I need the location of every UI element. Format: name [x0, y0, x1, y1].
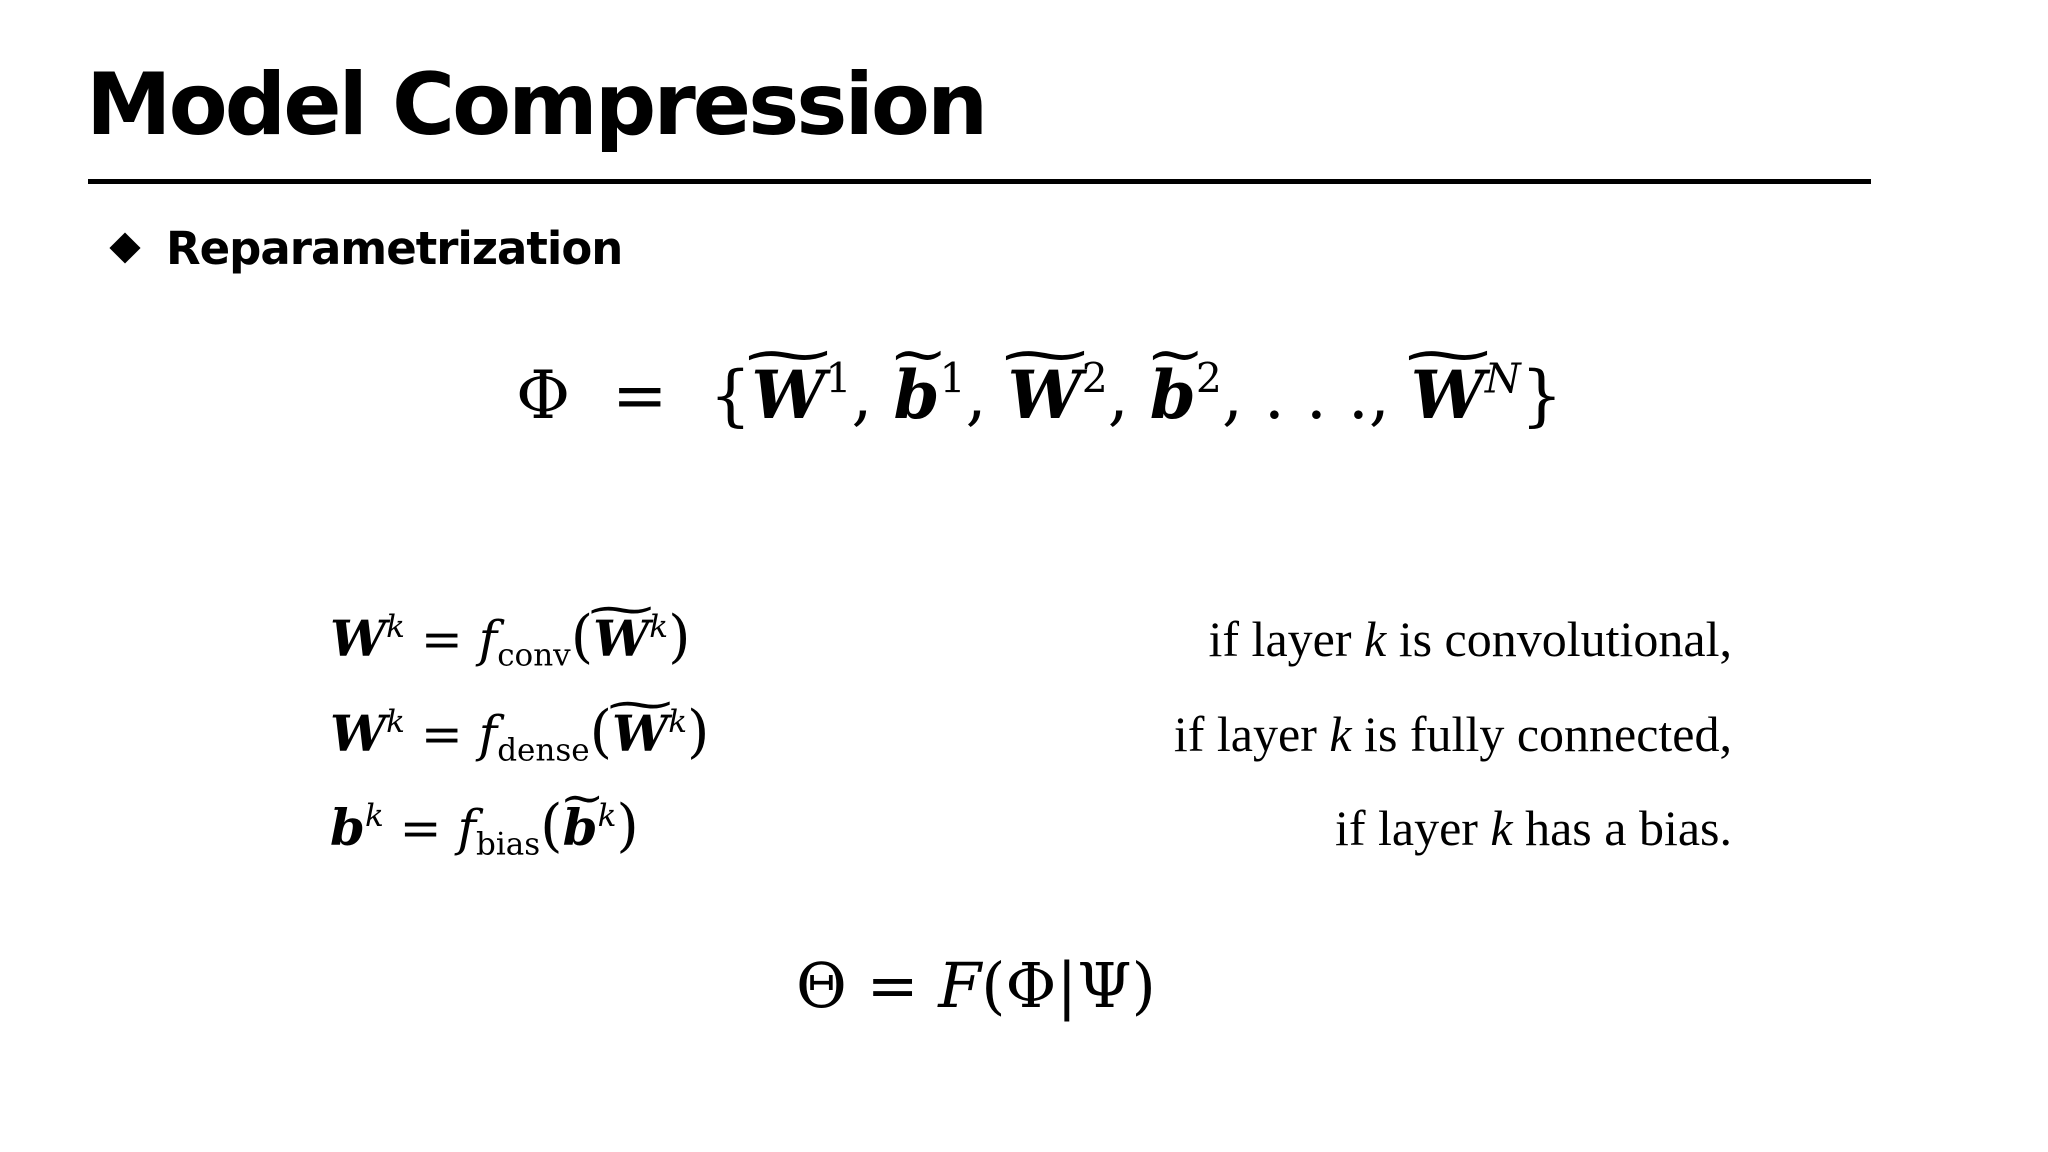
- phi-term-b2: b2: [1150, 357, 1222, 434]
- theta-equals: =: [866, 949, 919, 1022]
- slide-title: Model Compression: [86, 55, 988, 155]
- diamond-bullet-icon: [109, 232, 141, 264]
- eq-arg-symbol: W: [612, 709, 668, 759]
- theta-equation: Θ = F(Φ|Ψ): [796, 949, 1156, 1022]
- condition-conv: if layer k is convolutional,: [1208, 611, 1732, 667]
- eq-lhs-symbol: b: [330, 798, 365, 857]
- eq-func: f: [478, 610, 498, 668]
- equation-row-bias: bk = fbias(bk): [330, 797, 639, 860]
- eq-equals: =: [420, 705, 463, 763]
- phi-equation: Φ = {W1, b1, W2, b2, . . ., WN}: [516, 358, 1563, 429]
- phi-equals: =: [612, 357, 668, 434]
- condition-bias: if layer k has a bias.: [1334, 800, 1732, 856]
- phi-set-close: }: [1520, 357, 1563, 434]
- theta-func: F: [938, 949, 982, 1022]
- phi-term-w2: W2: [1008, 357, 1108, 434]
- theta-arg1: Φ: [1005, 949, 1057, 1022]
- eq-arg-symbol: b: [563, 803, 598, 853]
- phi-lhs: Φ: [516, 357, 571, 434]
- bullet-row: Reparametrization: [108, 218, 623, 278]
- eq-func: f: [478, 705, 498, 763]
- theta-lhs: Θ: [796, 949, 847, 1022]
- theta-arg2: Ψ: [1077, 949, 1132, 1022]
- bullet-text: Reparametrization: [166, 221, 623, 275]
- eq-equals: =: [399, 799, 442, 857]
- eq-lhs-symbol: W: [330, 704, 387, 763]
- condition-dense: if layer k is fully connected,: [1173, 706, 1732, 762]
- phi-term-w1: W1: [751, 357, 851, 434]
- phi-term-wN: WN: [1411, 357, 1521, 434]
- eq-arg-symbol: W: [593, 614, 649, 664]
- eq-equals: =: [420, 610, 463, 668]
- eq-func: f: [457, 799, 476, 857]
- title-divider: [88, 179, 1871, 184]
- eq-lhs-symbol: W: [330, 609, 387, 668]
- equation-row-conv: Wk = fconv(Wk): [330, 608, 691, 671]
- phi-term-b1: b1: [893, 357, 965, 434]
- phi-ellipsis: . . .: [1263, 357, 1369, 434]
- equation-row-dense: Wk = fdense(Wk): [330, 703, 709, 766]
